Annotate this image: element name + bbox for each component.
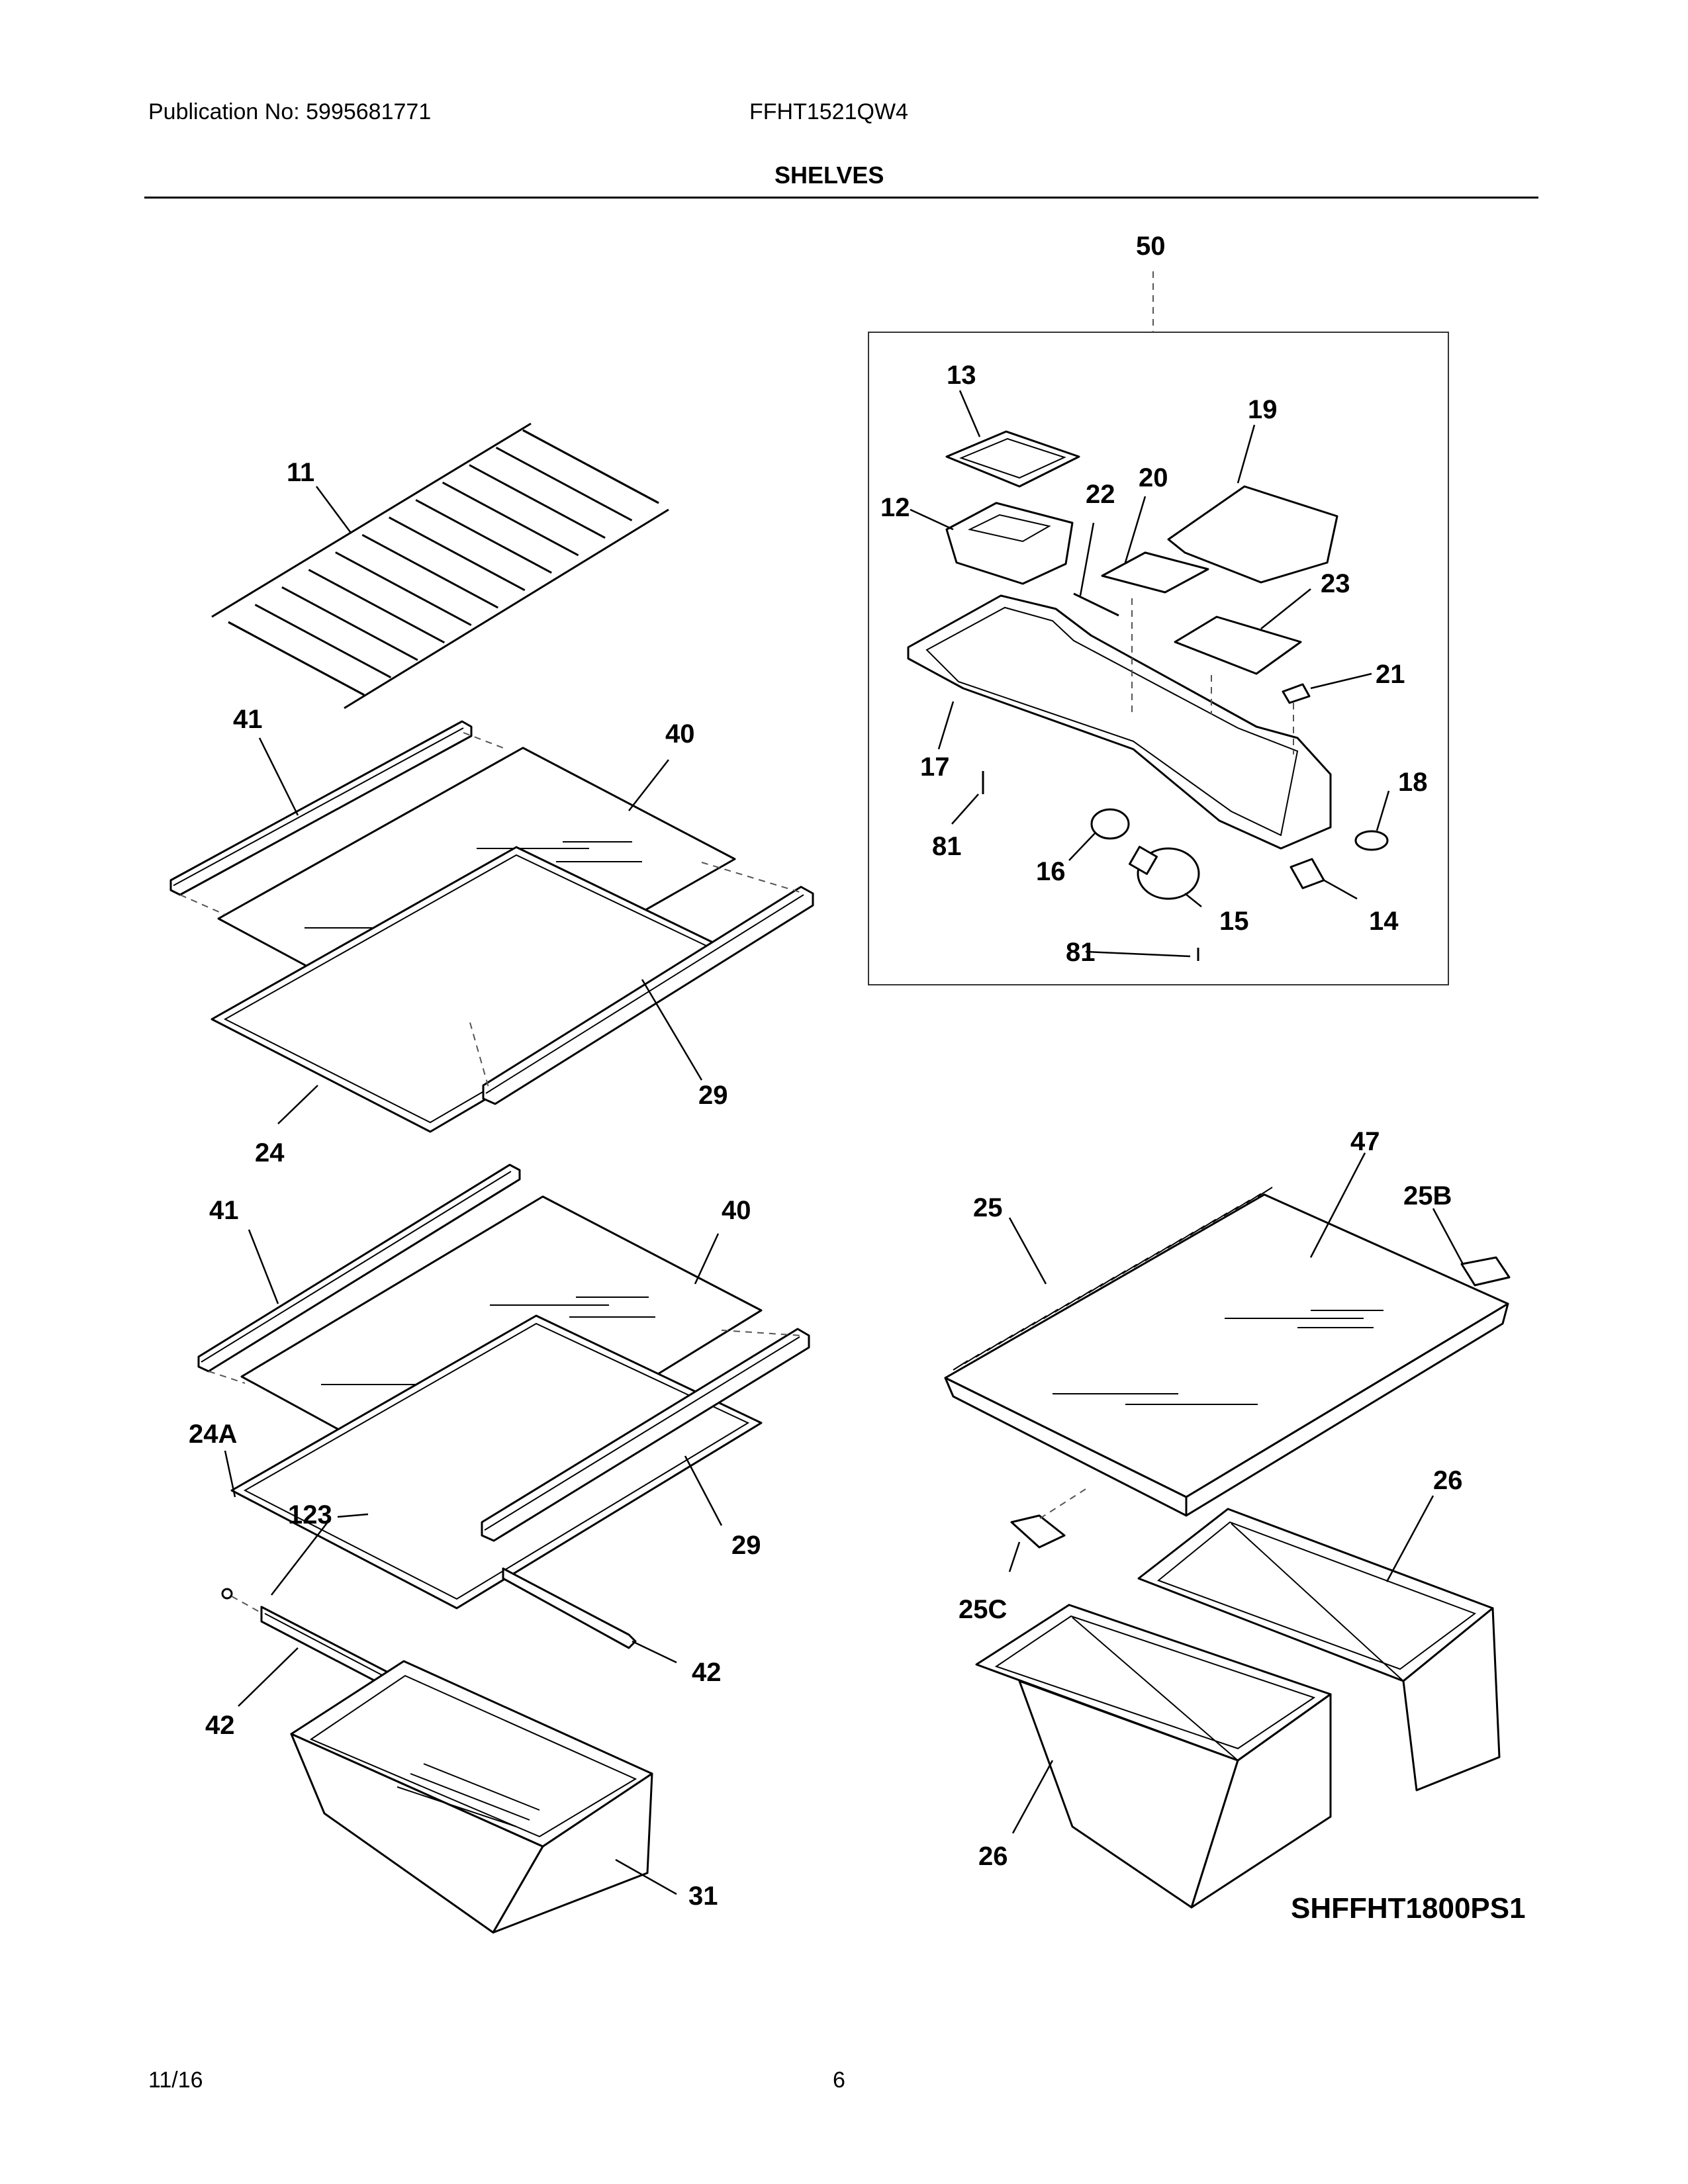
callout-26: 26 xyxy=(978,1842,1008,1871)
callout-26: 26 xyxy=(1433,1466,1463,1495)
callout-19: 19 xyxy=(1248,395,1278,424)
diagram-code: SHFFHT1800PS1 xyxy=(1291,1892,1526,1925)
callout-14: 14 xyxy=(1369,907,1399,936)
wire-shelf-bar xyxy=(522,429,659,504)
wire-shelf xyxy=(211,422,669,709)
wire-shelf-bar xyxy=(389,516,526,592)
leader-lines xyxy=(224,390,1464,1895)
page-title: SHELVES xyxy=(774,161,884,189)
footer-date: 11/16 xyxy=(148,2068,203,2093)
callout-25B: 25B xyxy=(1403,1181,1452,1210)
wire-shelf-bar xyxy=(361,533,498,609)
crisper-drawer-middle xyxy=(975,1604,1332,1909)
callout-29: 29 xyxy=(698,1081,728,1110)
callout-41: 41 xyxy=(209,1196,239,1225)
wire-shelf-bar xyxy=(495,447,633,522)
callout-31: 31 xyxy=(688,1882,718,1911)
callout-11: 11 xyxy=(287,458,314,487)
callout-25C: 25C xyxy=(959,1595,1007,1624)
cover-vent-slot xyxy=(1257,1187,1273,1197)
header-rule xyxy=(144,197,1538,199)
callout-17: 17 xyxy=(920,752,950,782)
callout-40: 40 xyxy=(665,719,695,749)
callout-42: 42 xyxy=(205,1711,235,1740)
wire-shelf-bar xyxy=(335,551,472,626)
callout-81: 81 xyxy=(932,832,962,861)
callout-13: 13 xyxy=(947,361,976,390)
callout-50: 50 xyxy=(1136,232,1166,261)
callout-12: 12 xyxy=(880,493,910,522)
callout-labels: 11 41 40 29 24 41 40 24A 123 29 42 42 31… xyxy=(189,232,1526,1925)
light-housing-assembly xyxy=(907,430,1389,961)
page-number: 6 xyxy=(833,2068,845,2093)
callout-20: 20 xyxy=(1139,463,1168,492)
crisper-drawer-right xyxy=(1137,1508,1501,1792)
callout-18: 18 xyxy=(1398,768,1428,797)
callout-47: 47 xyxy=(1350,1127,1380,1156)
light-assembly-box xyxy=(868,332,1449,985)
publication-number: Publication No: 5995681771 xyxy=(148,99,432,124)
callout-24: 24 xyxy=(255,1138,285,1167)
callout-23: 23 xyxy=(1321,569,1350,598)
shelf-assembly-upper xyxy=(169,720,814,1133)
crisper-drawer-left xyxy=(290,1660,653,1934)
wire-shelf-bar xyxy=(442,481,579,557)
crisper-cover-assembly xyxy=(944,1187,1511,1549)
callout-21: 21 xyxy=(1376,660,1405,689)
callout-41: 41 xyxy=(233,705,263,734)
callout-24A: 24A xyxy=(189,1420,237,1449)
callout-22: 22 xyxy=(1086,480,1115,509)
callout-16: 16 xyxy=(1036,857,1066,886)
callout-123: 123 xyxy=(288,1500,332,1529)
callout-15: 15 xyxy=(1219,907,1249,936)
wire-shelf-bar xyxy=(415,499,552,574)
callout-81: 81 xyxy=(1066,938,1096,967)
callout-25: 25 xyxy=(973,1193,1003,1222)
model-number: FFHT1521QW4 xyxy=(749,99,908,124)
wire-shelf-bar xyxy=(281,586,418,661)
wire-shelf-bar xyxy=(228,621,365,696)
wire-shelf-bar xyxy=(469,464,606,539)
shelf-assembly-lower xyxy=(197,1163,810,1735)
callout-42: 42 xyxy=(692,1658,722,1687)
wire-shelf-bar xyxy=(254,604,392,678)
wire-shelf-bar xyxy=(308,569,445,644)
callout-29: 29 xyxy=(731,1531,761,1560)
callout-40: 40 xyxy=(722,1196,751,1225)
